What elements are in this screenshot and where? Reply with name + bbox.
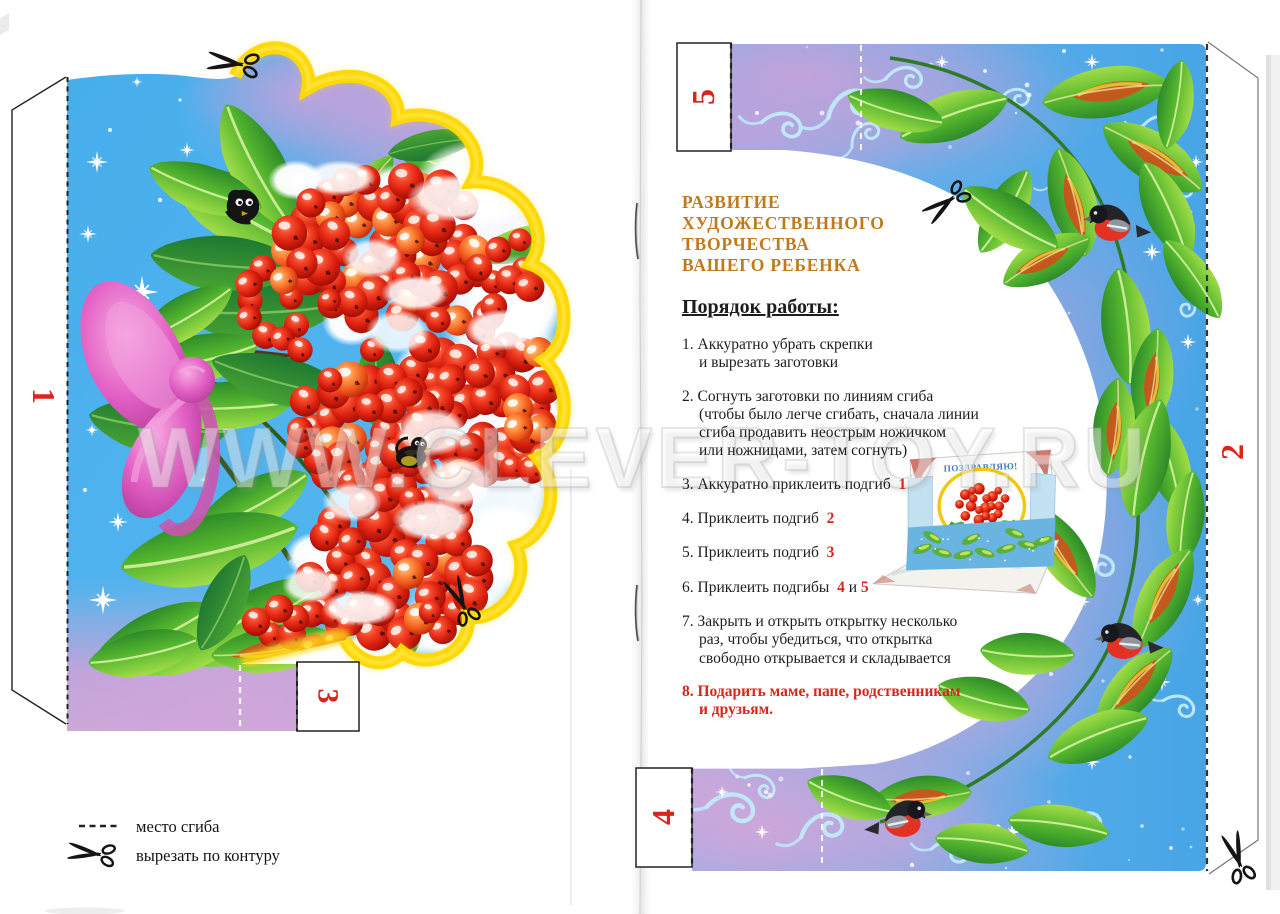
svg-text:2: 2 [1214,444,1250,460]
svg-text:3: 3 [312,689,345,704]
svg-text:4: 4 [645,809,681,825]
svg-text:1: 1 [26,388,62,404]
svg-text:5: 5 [685,89,721,105]
svg-text:ПОЗДРАВЛЯЮ!: ПОЗДРАВЛЯЮ! [944,461,1018,474]
